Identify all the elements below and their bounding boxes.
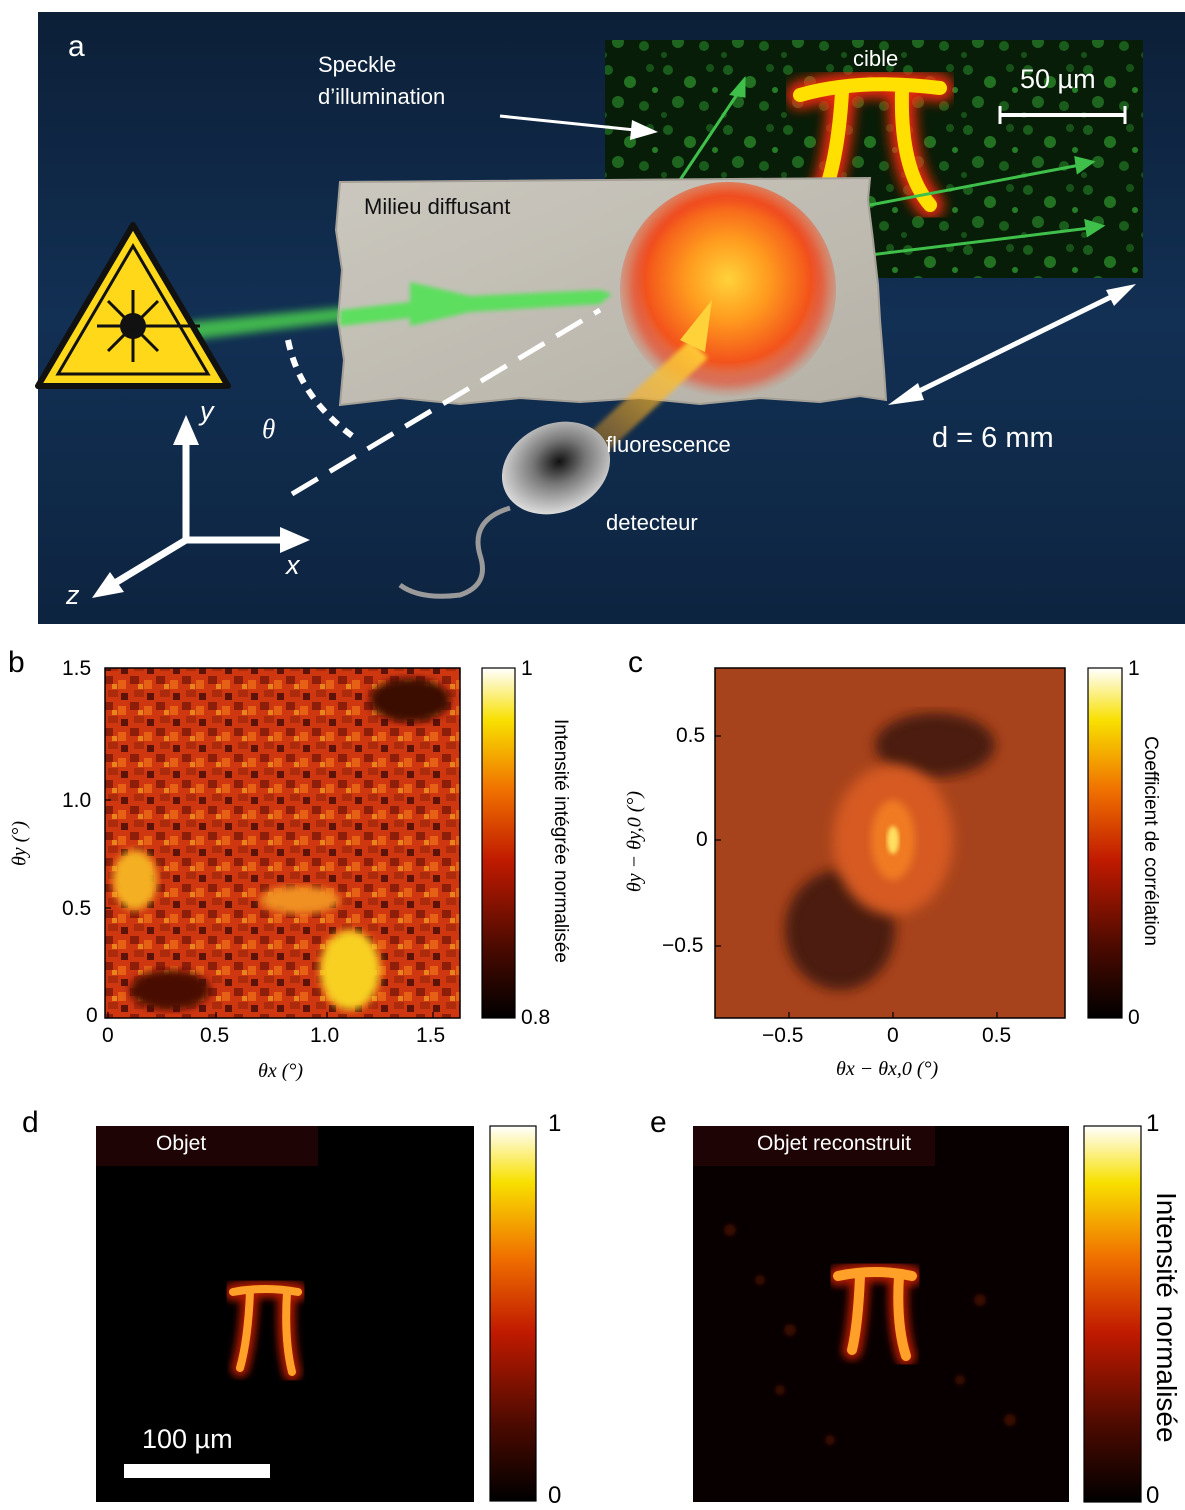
detector-label: detecteur	[606, 510, 698, 535]
panel-d-scale-label: 100 µm	[142, 1424, 233, 1454]
coordinate-axes	[92, 415, 310, 598]
panel-b-colorbar-min: 0.8	[521, 1006, 551, 1029]
panel-e-label: e	[650, 1106, 667, 1139]
panel-c-xtick-0: 0	[887, 1024, 899, 1047]
panel-c-xlabel: θx − θx,0 (°)	[836, 1058, 939, 1080]
panel-e-colorbar-min: 0	[1146, 1482, 1160, 1509]
panel-d-label: d	[22, 1106, 39, 1139]
fluorescence-label: fluorescence	[606, 432, 731, 457]
distance-label: d = 6 mm	[932, 422, 1054, 454]
panel-c-colorbar-max: 1	[1128, 657, 1140, 680]
panel-c-ytick-0.5: 0.5	[676, 724, 706, 747]
panel-c-axes	[715, 735, 998, 1018]
panel-b-axes	[105, 669, 434, 1018]
panel-c-xtick-0.5: 0.5	[982, 1024, 1012, 1047]
medium-label: Milieu diffusant	[364, 194, 511, 219]
dashed-lines	[285, 307, 602, 497]
speckle-rays	[678, 75, 1106, 257]
panel-c-colorbar-min: 0	[1128, 1006, 1140, 1029]
speckle-label-line2: d’illumination	[318, 84, 446, 109]
panel-a	[35, 12, 1185, 624]
panel-c-colorbar	[1087, 667, 1123, 1019]
panel-e-title: Objet reconstruit	[757, 1132, 912, 1155]
panel-b-colorbar	[481, 667, 516, 1019]
panel-d-colorbar-max: 1	[548, 1110, 562, 1137]
panel-e-colorbar	[1083, 1125, 1142, 1503]
scattering-medium	[334, 176, 888, 407]
speckle-scale-label: 50 µm	[1020, 64, 1096, 94]
axis-x-label: x	[286, 550, 300, 580]
panel-b-colorbar-label: Intensité intégrée normalisée	[550, 719, 571, 963]
panel-b-ytick-0.5: 0.5	[62, 897, 92, 920]
panel-c-ylabel: θy − θy,0 (°)	[623, 790, 646, 893]
panel-b-heatmap	[104, 667, 461, 1019]
distance-arrow	[888, 284, 1136, 405]
panel-b-label: b	[8, 646, 25, 679]
panel-d-colorbar	[489, 1125, 537, 1502]
panel-d-scale-bar	[124, 1464, 270, 1478]
speckle-inset	[605, 40, 1143, 278]
panel-d-title: Objet	[156, 1132, 207, 1155]
panel-b-ytick-1.5: 1.5	[62, 657, 92, 680]
panel-c-ytick-neg0.5: −0.5	[662, 934, 704, 957]
panel-b-ytick-1.0: 1.0	[62, 789, 92, 812]
panel-b-xtick-0: 0	[102, 1024, 114, 1047]
panel-b-colorbar-max: 1	[521, 657, 533, 680]
panel-c-ytick-0: 0	[696, 828, 708, 851]
panel-b-xtick-1.5: 1.5	[416, 1024, 446, 1047]
panel-c-label: c	[628, 646, 643, 679]
panel-b-xlabel: θx (°)	[258, 1060, 304, 1082]
axis-z-label: z	[66, 580, 80, 610]
panel-b-ylabel: θy (°)	[8, 820, 31, 867]
axis-y-label: y	[200, 396, 214, 426]
panel-c-colorbar-label: Coefficient de corrélation	[1140, 736, 1161, 946]
panel-c-heatmap	[714, 667, 1066, 1019]
panel-e-colorbar-label: Intensité normalisée	[1151, 1192, 1182, 1443]
laser-warning-icon	[35, 222, 231, 389]
panel-b-ytick-0: 0	[86, 1004, 98, 1027]
panel-b-xtick-0.5: 0.5	[200, 1024, 230, 1047]
panel-e-image	[693, 1126, 1069, 1502]
target-label: cible	[853, 46, 899, 71]
theta-label: θ	[262, 414, 276, 444]
panel-b-xtick-1.0: 1.0	[310, 1024, 340, 1047]
laser-beam	[190, 282, 470, 340]
detector-icon	[398, 421, 611, 599]
panel-e-colorbar-max: 1	[1146, 1110, 1160, 1137]
speckle-pointer-arrow	[499, 114, 658, 140]
panel-c-xtick-neg0.5: −0.5	[762, 1024, 804, 1047]
panel-d-image	[96, 1126, 474, 1502]
panel-d-colorbar-min: 0	[548, 1482, 562, 1509]
speckle-label-line1: Speckle	[318, 52, 397, 77]
speckle-scale-bar	[998, 106, 1127, 124]
panel-a-label: a	[68, 30, 85, 63]
